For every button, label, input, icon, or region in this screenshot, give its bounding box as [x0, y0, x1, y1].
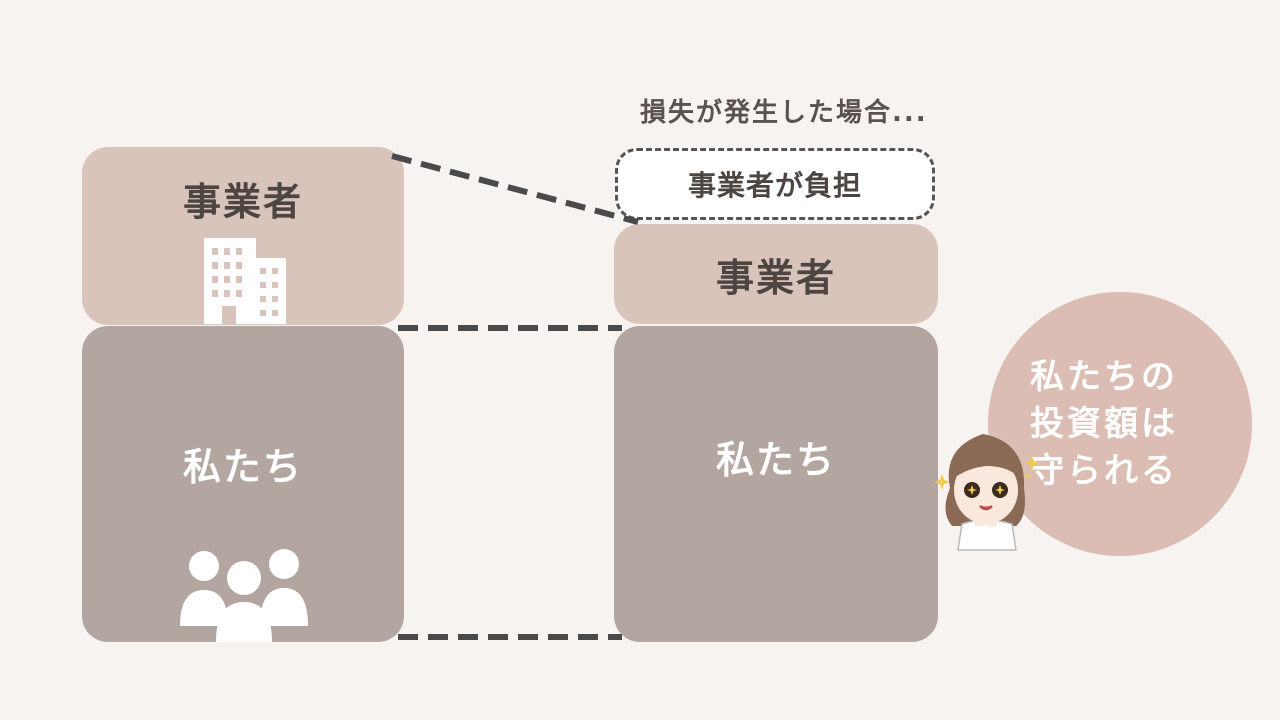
business-label-right: 事業者	[715, 255, 836, 300]
callout-line: 守られる	[1030, 450, 1178, 491]
we-label-right: 私たち	[715, 437, 836, 482]
loss-heading: 損失が発生した場合...	[640, 98, 928, 128]
business-block-right: 事業者	[614, 224, 938, 324]
building-icon	[204, 238, 286, 324]
girl-character-icon	[934, 434, 1039, 551]
we-block-right: 私たち	[614, 326, 938, 642]
protected-callout: 私たちの 投資額は 守られる	[988, 292, 1252, 556]
business-label-left: 事業者	[182, 180, 303, 224]
callout-text: 私たちの 投資額は 守られる	[1030, 354, 1200, 495]
business-burden-note: 事業者が負担	[615, 148, 935, 220]
callout-line: 私たちの	[1030, 356, 1178, 397]
callout-line: 投資額は	[1030, 403, 1178, 444]
people-icon	[180, 549, 308, 642]
connector-line	[391, 153, 639, 225]
we-label-left: 私たち	[182, 445, 303, 489]
sparkle-icon	[934, 456, 1039, 490]
